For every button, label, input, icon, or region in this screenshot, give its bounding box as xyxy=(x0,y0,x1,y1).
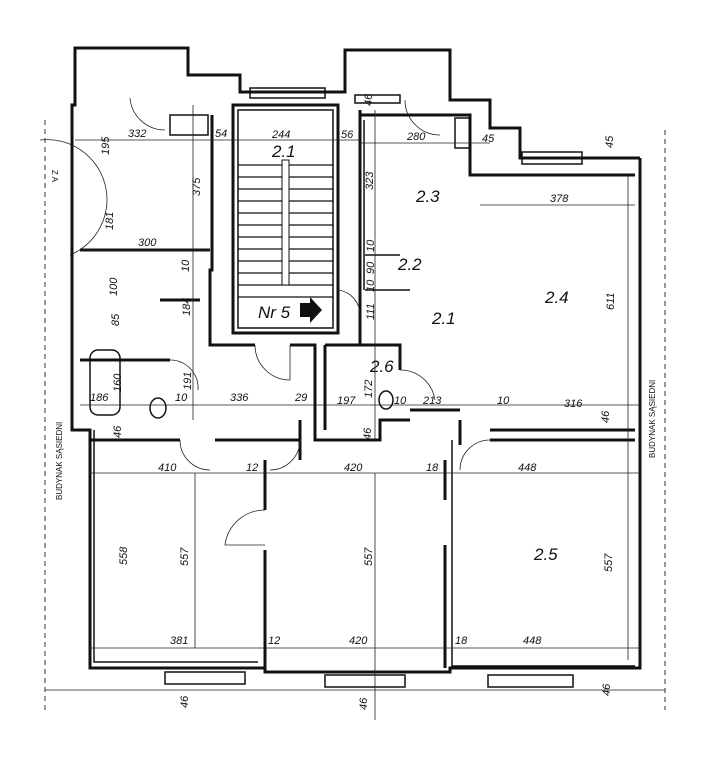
dimension-label: 160 xyxy=(112,373,124,392)
dimension-label: 316 xyxy=(564,398,583,410)
dimension-label: 191 xyxy=(182,372,194,390)
dimension-label: 213 xyxy=(422,395,442,407)
dimension-label: 300 xyxy=(138,237,157,249)
dimension-label: 111 xyxy=(365,303,377,320)
dimension-label: 46 xyxy=(362,427,374,440)
walls xyxy=(70,46,642,688)
stair-well xyxy=(281,159,290,286)
dimension-label: 195 xyxy=(100,136,112,155)
dimension-label: 557 xyxy=(363,547,375,566)
dimension-label: 18 xyxy=(455,635,468,647)
neighbor-building-left: BUDYNAK SĄSIEDNI xyxy=(55,422,64,500)
dimension-label: 557 xyxy=(179,547,191,566)
dimension-label: 378 xyxy=(550,193,569,205)
dimension-label: 10 xyxy=(180,259,192,272)
dimension-label: 100 xyxy=(108,277,120,296)
dimension-label: 12 xyxy=(268,635,280,647)
dimension-label: 12 xyxy=(246,462,258,474)
dimension-label: 197 xyxy=(337,395,356,407)
dimension-label: 85 xyxy=(110,313,122,326)
dimension-label: 46 xyxy=(358,697,370,710)
dimension-label: 186 xyxy=(90,392,109,404)
staircase xyxy=(238,159,333,298)
room-label: 2.3 xyxy=(415,187,440,206)
dimension-label: 172 xyxy=(363,380,375,398)
dimension-label: 90 xyxy=(365,261,377,274)
dimension-label: 29 xyxy=(294,392,307,404)
dimension-label: 420 xyxy=(349,635,368,647)
dimension-label: 10 xyxy=(497,395,510,407)
dimension-label: 611 xyxy=(605,292,617,310)
dimension-label: 280 xyxy=(406,131,426,143)
dimension-label: 54 xyxy=(215,128,227,140)
dimension-label: 375 xyxy=(191,177,203,196)
room-label: 2.4 xyxy=(544,288,569,307)
dimension-label: 18 xyxy=(426,462,439,474)
dimension-label: 323 xyxy=(364,171,376,190)
dimension-label: 420 xyxy=(344,462,363,474)
dimension-label: 46 xyxy=(601,683,613,696)
dimension-label: 10 xyxy=(175,392,188,404)
dimension-label: 332 xyxy=(128,128,146,140)
dimension-label: 448 xyxy=(518,462,537,474)
dimension-label: 10 xyxy=(394,395,407,407)
dimension-label: 45 xyxy=(482,133,495,145)
dimension-label: 46 xyxy=(363,93,375,106)
dimension-label: 46 xyxy=(179,695,191,708)
dimension-label: 184 xyxy=(181,298,193,316)
room-labels: 2.1 2.3 2.2 2.1 2.4 2.6 2.5 Nr 5 BUDYNAK… xyxy=(50,142,657,564)
dimension-label: 557 xyxy=(603,553,615,572)
dimension-label: 381 xyxy=(170,635,188,647)
dimension-label: 181 xyxy=(104,212,116,230)
room-label: 2.6 xyxy=(369,357,394,376)
entrance-label: Nr 5 xyxy=(258,303,291,322)
dimension-label: 10 xyxy=(365,279,377,292)
dimension-label: 45 xyxy=(604,135,616,148)
neighbor-building-right: BUDYNAK SĄSIEDNI xyxy=(648,380,657,458)
dimension-label: 448 xyxy=(523,635,542,647)
dimension-label: 410 xyxy=(158,462,177,474)
dimension-label: 336 xyxy=(230,392,249,404)
room-label: 2.1 xyxy=(271,142,296,161)
dimension-label: 244 xyxy=(271,129,290,141)
compass-text: Z A xyxy=(50,170,59,183)
dimension-label: 46 xyxy=(600,410,612,423)
dimension-label: 56 xyxy=(341,129,354,141)
dimension-label: 46 xyxy=(112,425,124,438)
dimension-label: 558 xyxy=(118,546,130,565)
entrance-arrow-icon xyxy=(300,297,322,323)
dimension-labels: 332 54 244 56 280 45 45 46 195 375 181 300 10 100 184 8… xyxy=(90,93,617,710)
room-label: 2.5 xyxy=(533,545,558,564)
boundary-lines xyxy=(39,120,666,710)
dimension-label: 10 xyxy=(365,239,377,252)
room-label: 2.1 xyxy=(431,309,456,328)
dimension-lines xyxy=(75,105,640,720)
room-label: 2.2 xyxy=(397,255,422,274)
